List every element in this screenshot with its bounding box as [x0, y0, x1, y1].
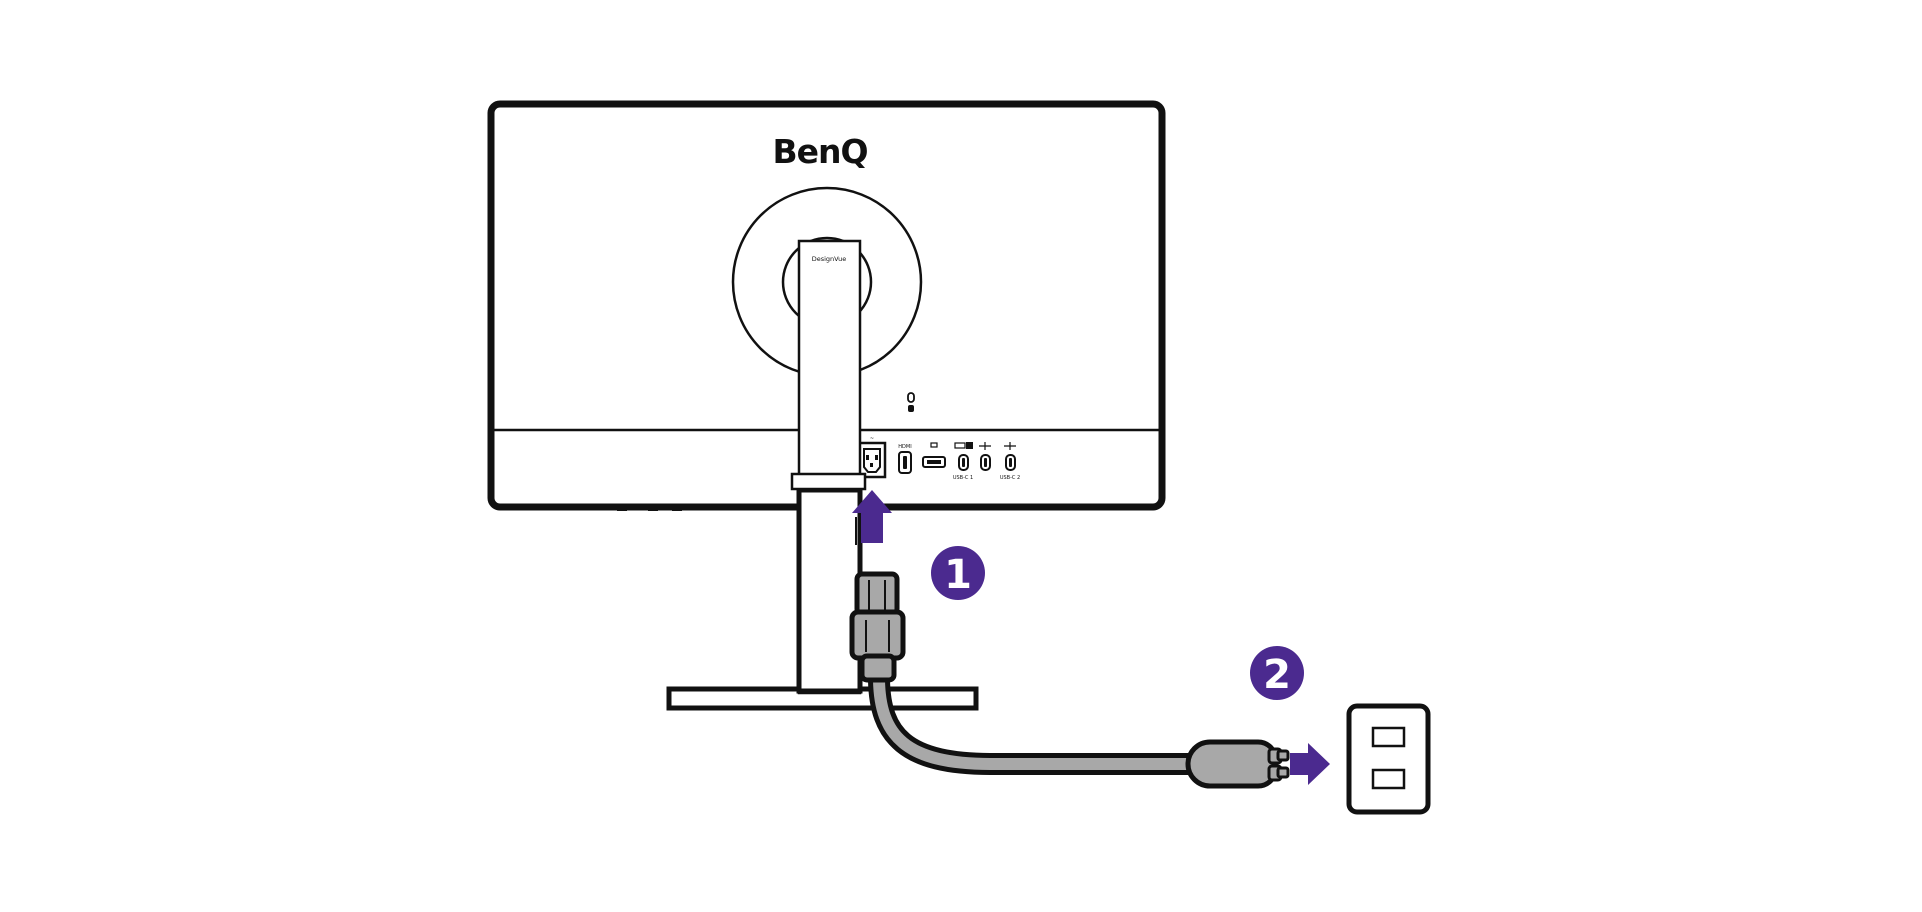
- stand-cable-clip: [790, 472, 867, 491]
- step-badge-1: 1: [931, 546, 985, 600]
- brand-logo: BenQ: [772, 132, 867, 171]
- power-inlet: ~: [857, 436, 887, 479]
- usbc-port-1: USB-C 1: [953, 442, 973, 481]
- svg-text:HDMI: HDMI: [898, 444, 911, 450]
- displayport-icon: [922, 442, 946, 468]
- usb-icon: [979, 442, 991, 471]
- power-cable: [868, 669, 1209, 775]
- lock-slot-icon: [907, 392, 915, 412]
- port-row: ~ HDMI: [857, 436, 1020, 481]
- svg-text:~: ~: [870, 436, 874, 442]
- stand-column-lower: [796, 487, 863, 694]
- arrow-up-icon: [852, 490, 892, 545]
- svg-text:USB-C 1: USB-C 1: [953, 475, 973, 481]
- svg-text:USB-C 2: USB-C 2: [1000, 475, 1020, 481]
- svg-text:2: 2: [1263, 652, 1291, 698]
- svg-text:1: 1: [944, 552, 972, 598]
- wall-side-plug: [1185, 739, 1290, 789]
- hdmi-port: HDMI: [898, 444, 912, 474]
- step-badge-2: 2: [1250, 646, 1304, 700]
- control-buttons: [617, 505, 682, 511]
- arrow-right-icon: [1290, 743, 1330, 785]
- model-label: DesignVue: [812, 255, 847, 263]
- wall-outlet: [1346, 703, 1431, 815]
- usbc-port-2: USB-C 2: [1000, 442, 1020, 481]
- monitor-side-connector: [849, 571, 906, 683]
